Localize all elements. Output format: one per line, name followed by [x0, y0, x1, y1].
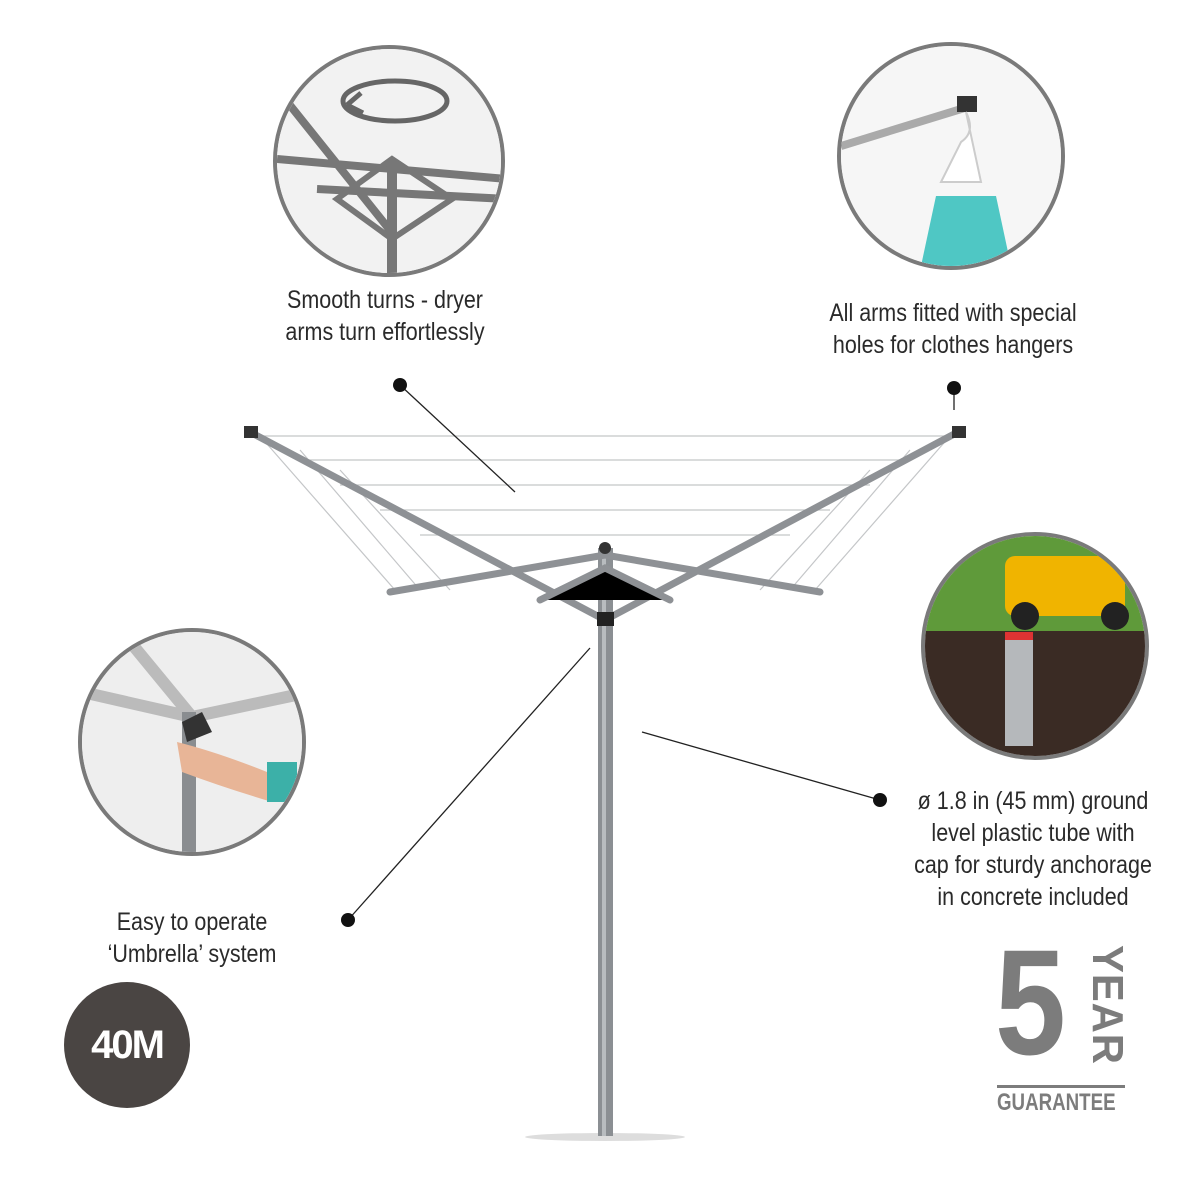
guarantee-divider: [997, 1085, 1125, 1088]
guarantee-label: GUARANTEE: [997, 1089, 1116, 1116]
rotation-arrow-icon: [277, 49, 501, 273]
caption-line: ø 1.8 in (45 mm) ground: [917, 787, 1149, 815]
caption-line: Easy to operate: [116, 908, 268, 936]
feature-caption-smooth-turns: Smooth turns - dryer arms turn effortles…: [256, 284, 514, 348]
feature-caption-umbrella: Easy to operate ‘Umbrella’ system: [63, 906, 321, 970]
line-length-badge: 40M: [64, 982, 190, 1108]
callout-dot: [873, 793, 887, 807]
rotation-detail-image: [273, 45, 505, 277]
guarantee-logo: 5 YEAR GUARANTEE: [995, 927, 1132, 1116]
umbrella-system-detail-image: [78, 628, 306, 856]
caption-line: Smooth turns - dryer: [287, 286, 483, 314]
feature-caption-ground-tube: ø 1.8 in (45 mm) ground level plastic tu…: [891, 785, 1175, 913]
caption-line: in concrete included: [937, 883, 1129, 911]
callout-dot: [393, 378, 407, 392]
caption-line: arms turn effortlessly: [285, 318, 485, 346]
guarantee-unit: YEAR: [1083, 945, 1132, 1065]
callout-dot: [947, 381, 961, 395]
caption-line: ‘Umbrella’ system: [107, 940, 277, 968]
caption-line: All arms fitted with special: [829, 299, 1077, 327]
feature-caption-hanger-holes: All arms fitted with special holes for c…: [803, 297, 1104, 361]
caption-line: level plastic tube with: [931, 819, 1135, 847]
ground-tube-detail-image: [921, 532, 1149, 760]
guarantee-number: 5: [995, 918, 1066, 1086]
caption-line: cap for sturdy anchorage: [914, 851, 1152, 879]
hanger-detail-image: [837, 42, 1065, 270]
badge-label: 40M: [91, 1022, 165, 1067]
callout-dot: [341, 913, 355, 927]
caption-line: holes for clothes hangers: [832, 331, 1074, 359]
